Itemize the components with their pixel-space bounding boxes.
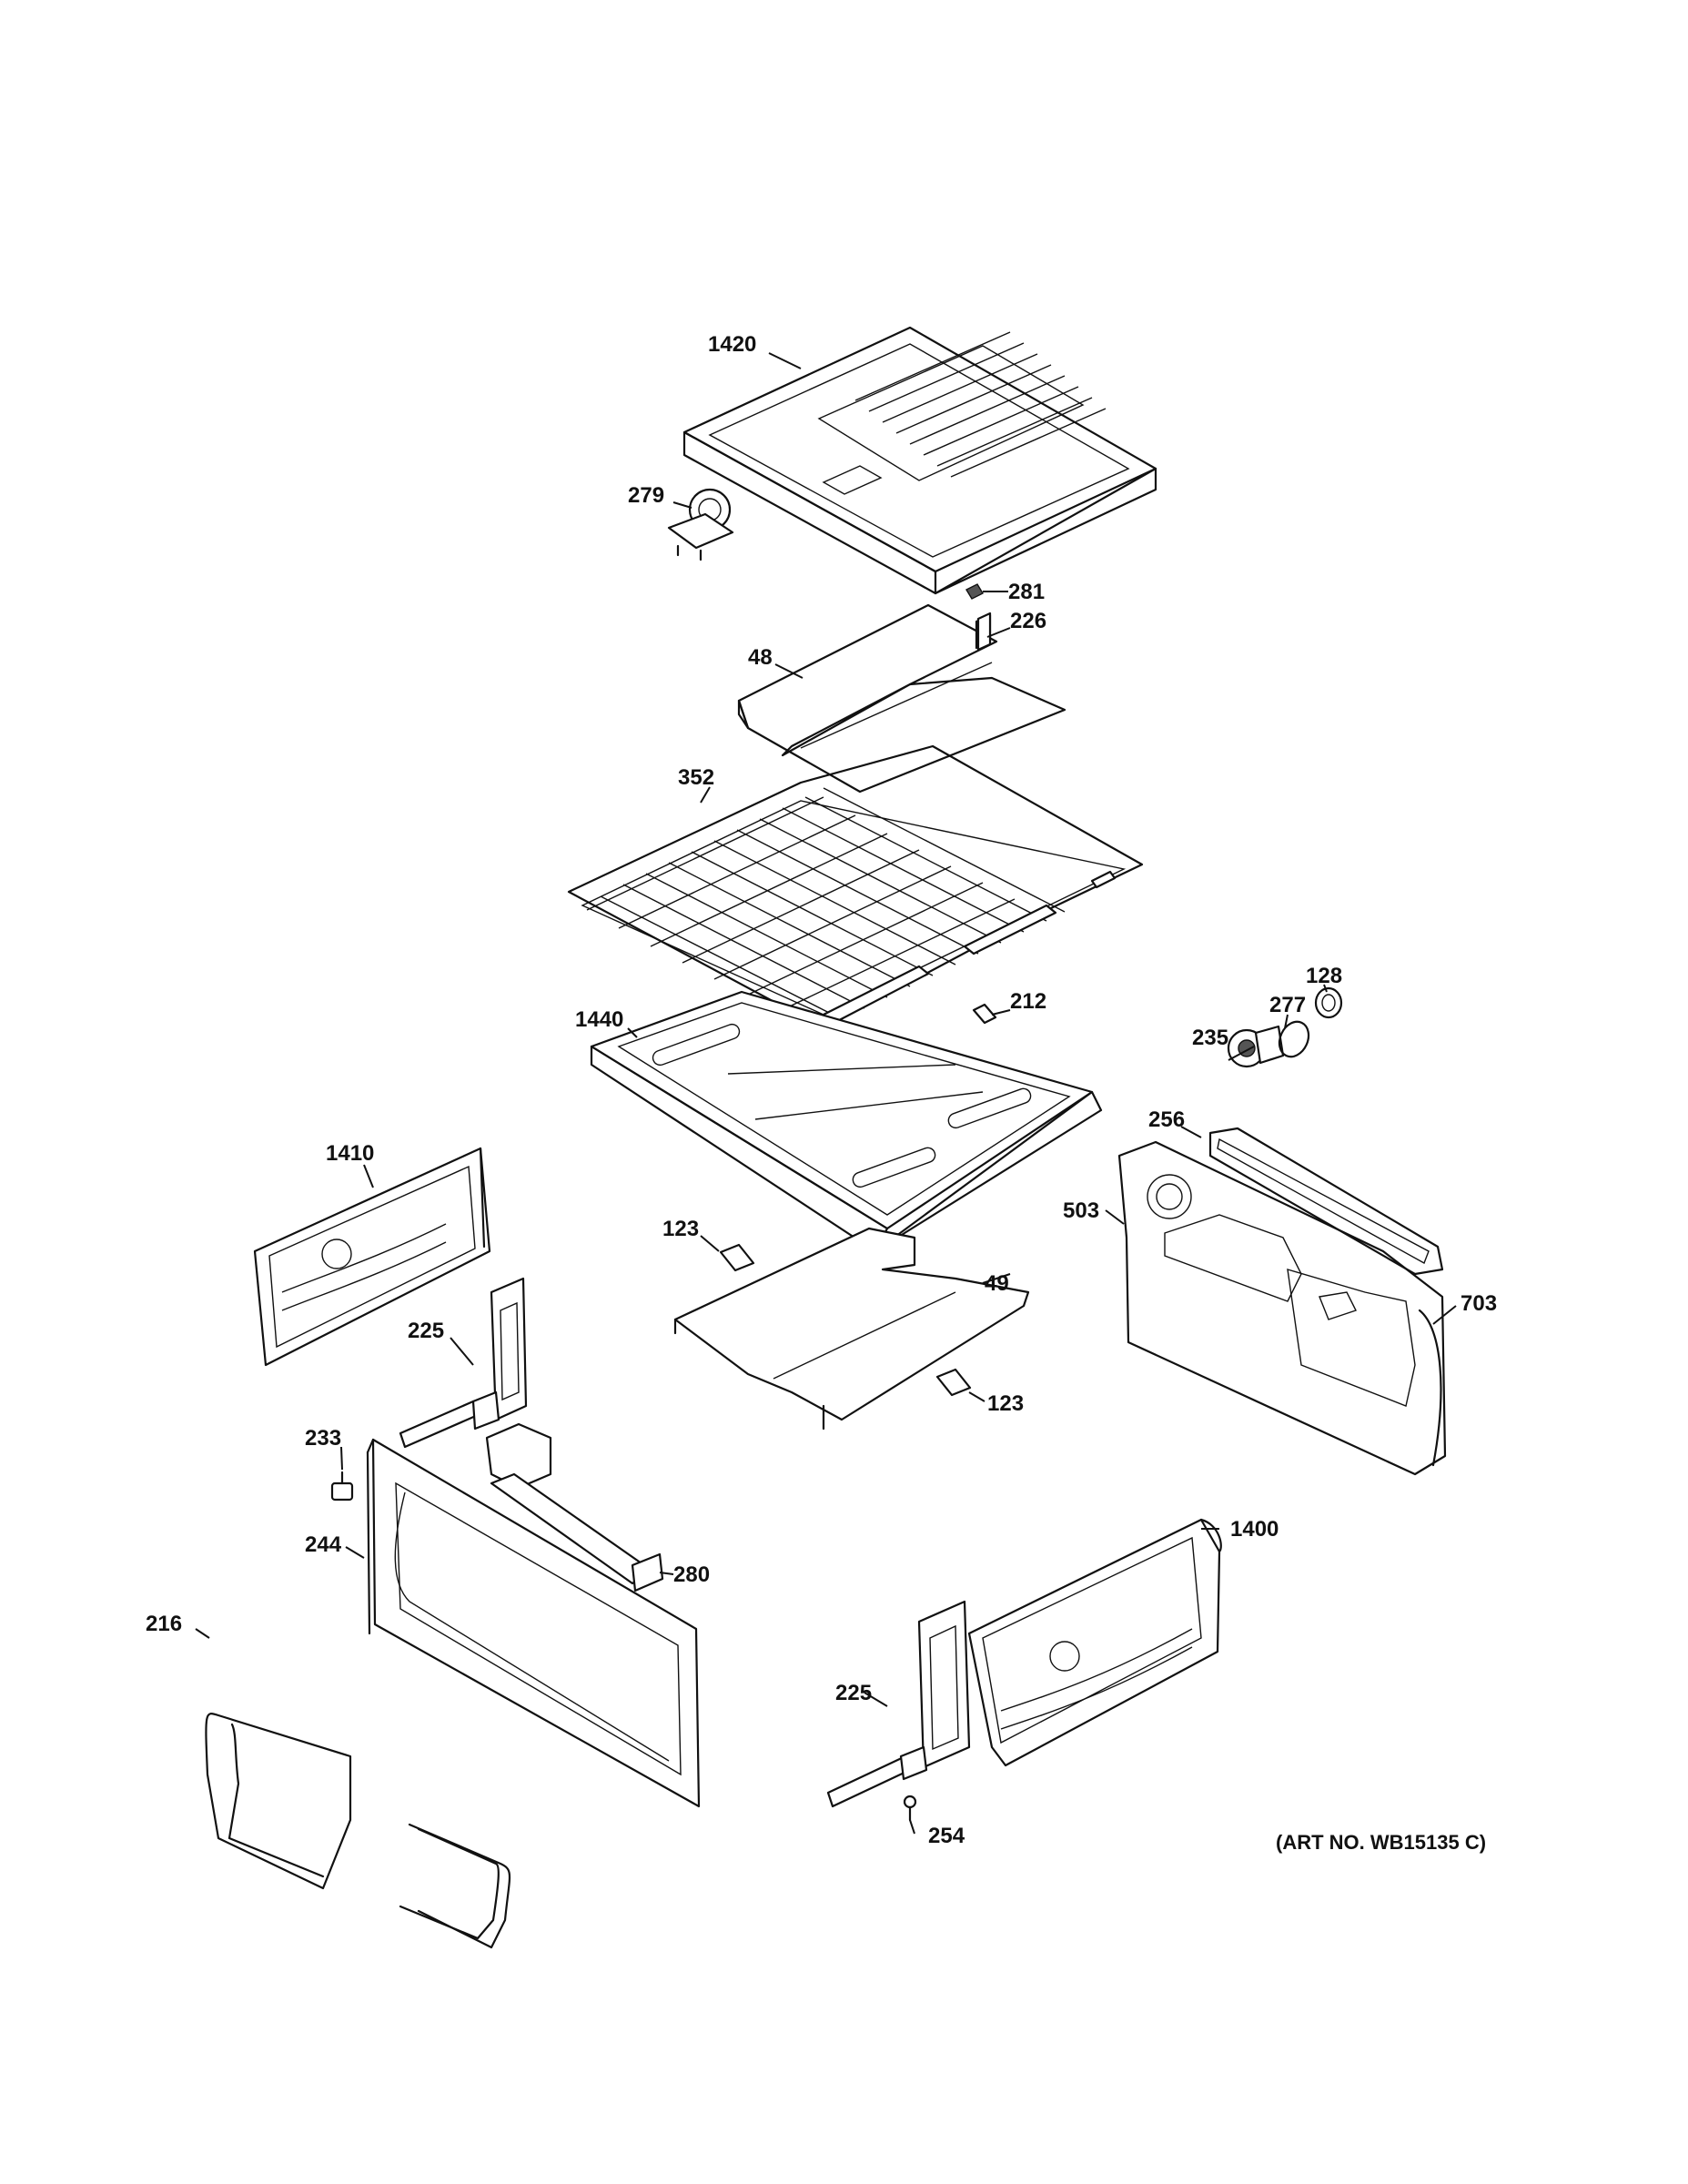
- part-1420-oven-top: [682, 326, 1157, 595]
- callout-233: 233: [305, 1426, 341, 1451]
- callout-225-right: 225: [835, 1681, 872, 1705]
- part-244-door-frame: [366, 1438, 701, 1808]
- callout-225-left: 225: [408, 1319, 444, 1343]
- part-280-hinge-receiver: [485, 1422, 664, 1592]
- callout-48: 48: [748, 645, 773, 670]
- callout-1420: 1420: [708, 332, 756, 357]
- part-254-screw: [903, 1795, 917, 1822]
- callout-703: 703: [1461, 1291, 1497, 1316]
- callout-235: 235: [1192, 1026, 1228, 1050]
- callout-49: 49: [985, 1271, 1009, 1296]
- part-233-bumper: [330, 1471, 354, 1502]
- callout-352: 352: [678, 765, 714, 790]
- callout-1440: 1440: [575, 1007, 623, 1032]
- callout-280: 280: [673, 1562, 710, 1587]
- part-216-gasket: [205, 1713, 511, 1949]
- callout-216: 216: [146, 1612, 182, 1636]
- callout-123-upper: 123: [662, 1217, 699, 1241]
- part-503-back-panel: [1117, 1140, 1447, 1476]
- part-123-clip-lower: [935, 1368, 972, 1397]
- part-1440-oven-bottom: [590, 990, 1103, 1253]
- callout-labels: 1420 279 281 48 226 352 212 1440 128 277…: [146, 332, 1497, 1854]
- callout-244: 244: [305, 1532, 342, 1557]
- callout-128: 128: [1306, 964, 1342, 988]
- part-49-lower-shield: [673, 1227, 1030, 1431]
- part-123-clip-upper: [719, 1243, 755, 1272]
- part-225-hinge-right: [826, 1600, 971, 1808]
- part-1410-left-side-panel: [253, 1147, 491, 1367]
- callout-503: 503: [1063, 1198, 1099, 1223]
- callout-254: 254: [928, 1824, 965, 1848]
- callout-1400: 1400: [1230, 1517, 1279, 1542]
- part-352-oven-rack: [567, 744, 1144, 1030]
- leader-lines: [195, 352, 1457, 1835]
- part-256-gasket: [1208, 1127, 1444, 1276]
- part-703-gasket-strip: [1418, 1309, 1442, 1467]
- part-128-nut: [1314, 986, 1343, 1019]
- callout-277: 277: [1269, 993, 1306, 1017]
- part-279-switch: [667, 488, 734, 561]
- callout-281: 281: [1008, 580, 1045, 604]
- part-281-clip: [965, 583, 984, 600]
- art-number: (ART NO. WB15135 C): [1276, 1831, 1486, 1854]
- part-226-bracket: [976, 612, 992, 652]
- part-235-fan: [1227, 1025, 1285, 1068]
- callout-123-lower: 123: [987, 1391, 1024, 1416]
- callout-226: 226: [1010, 609, 1046, 633]
- callout-279: 279: [628, 483, 664, 508]
- part-1400-right-side-panel: [967, 1518, 1222, 1767]
- part-277-ring: [1278, 1020, 1310, 1058]
- part-212-bracket: [972, 1003, 997, 1025]
- callout-256: 256: [1148, 1107, 1185, 1132]
- callout-212: 212: [1010, 989, 1046, 1014]
- callout-1410: 1410: [326, 1141, 374, 1166]
- part-225-hinge-left: [399, 1277, 528, 1449]
